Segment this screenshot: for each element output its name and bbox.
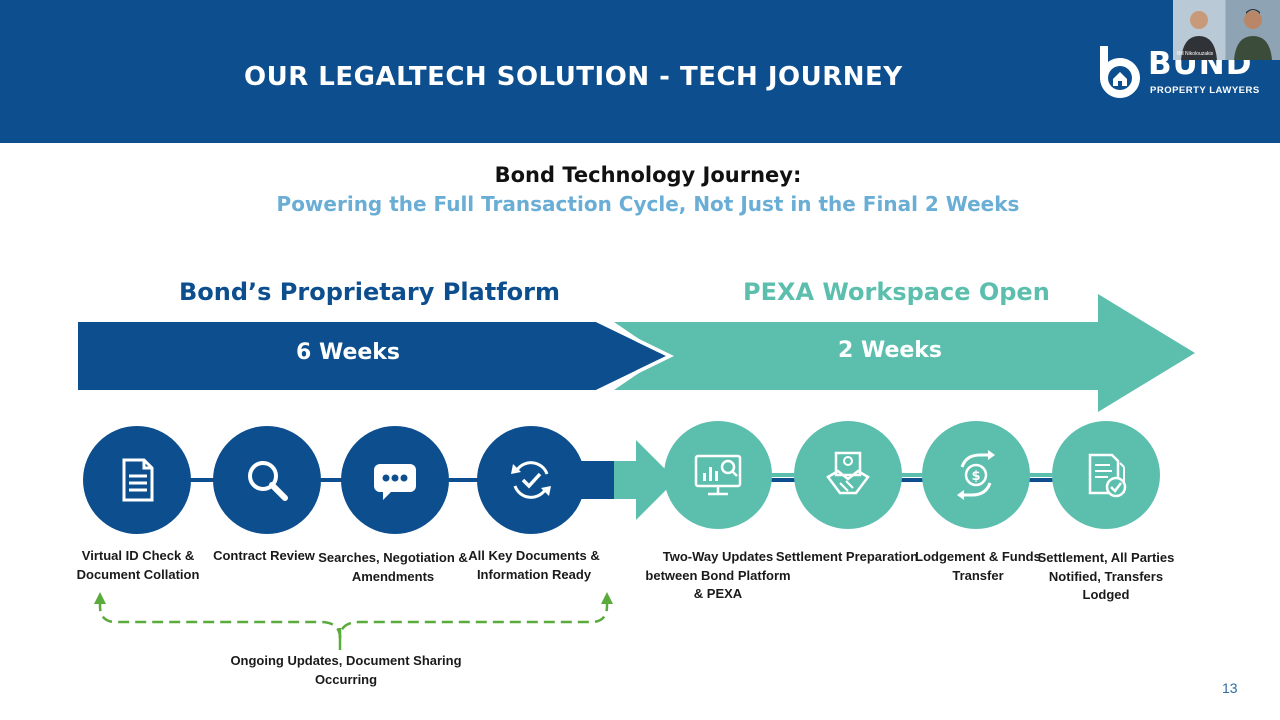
ongoing-bracket	[98, 600, 609, 639]
magnifier-icon	[248, 461, 288, 501]
handshake-icon	[826, 451, 870, 495]
step-circle-two-way-updates	[664, 421, 772, 529]
step-circle-documents-ready	[477, 426, 585, 534]
person-icon	[1181, 11, 1217, 60]
phase-duration-platform: 6 Weeks	[296, 340, 401, 365]
step-label-settlement-prep: Settlement Preparation	[775, 549, 919, 564]
video-participants-thumbnail[interactable]: Bill Nikolouzakis	[1173, 0, 1280, 60]
step-label-searches: Searches, Negotiation & Amendments	[318, 550, 468, 584]
dollar-exchange-icon: $	[957, 450, 995, 500]
participant-name: Bill Nikolouzakis	[1177, 51, 1214, 57]
chat-icon	[374, 464, 416, 500]
journey-heading: Bond Technology Journey:	[494, 163, 802, 187]
bracket-arrowhead-left	[94, 592, 106, 604]
step-circle-lodgement: $	[922, 421, 1030, 529]
platform-phase-arrow	[78, 322, 666, 390]
phase-label-pexa: PEXA Workspace Open	[743, 278, 1050, 306]
phase-duration-pexa: 2 Weeks	[838, 338, 943, 363]
step-circle-id-check	[83, 426, 191, 534]
step-circle-contract-review	[213, 426, 321, 534]
documents-check-icon	[1088, 453, 1127, 498]
step-circle-settlement-complete	[1052, 421, 1160, 529]
step-label-documents-ready: All Key Documents & Information Ready	[468, 548, 600, 582]
svg-text:$: $	[971, 469, 980, 484]
monitor-chart-icon	[694, 454, 742, 496]
step-label-lodgement: Lodgement & Funds Transfer	[915, 549, 1041, 583]
pexa-phase-arrow	[614, 294, 1195, 412]
step-label-two-way-updates: Two-Way Updates between Bond Platform & …	[645, 549, 791, 601]
header-band	[0, 0, 1280, 143]
step-label-settlement-complete: Settlement, All Parties Notified, Transf…	[1037, 550, 1175, 602]
step-circle-settlement-prep	[794, 421, 902, 529]
step-label-id-check: Virtual ID Check & Document Collation	[76, 548, 200, 582]
participant-tile	[1173, 0, 1225, 60]
transition-arrow	[614, 440, 676, 520]
person-icon	[1234, 9, 1272, 60]
bond-logo-mark-icon	[1100, 46, 1140, 98]
logo-subtitle: PROPERTY LAWYERS	[1150, 85, 1260, 96]
document-icon	[122, 458, 154, 502]
slide-title: OUR LEGALTECH SOLUTION - TECH JOURNEY	[244, 62, 903, 92]
journey-subheading: Powering the Full Transaction Cycle, Not…	[276, 192, 1020, 216]
transition-bar-blue	[580, 461, 616, 499]
step-label-contract-review: Contract Review	[213, 548, 315, 563]
bracket-arrowhead-right	[601, 592, 613, 604]
page-number: 13	[1222, 680, 1238, 696]
phase-label-platform: Bond’s Proprietary Platform	[179, 278, 560, 306]
participant-tile	[1226, 0, 1280, 60]
step-circle-searches	[341, 426, 449, 534]
ongoing-updates-note: Ongoing Updates, Document Sharing Occurr…	[230, 653, 462, 687]
refresh-check-icon	[511, 461, 551, 499]
